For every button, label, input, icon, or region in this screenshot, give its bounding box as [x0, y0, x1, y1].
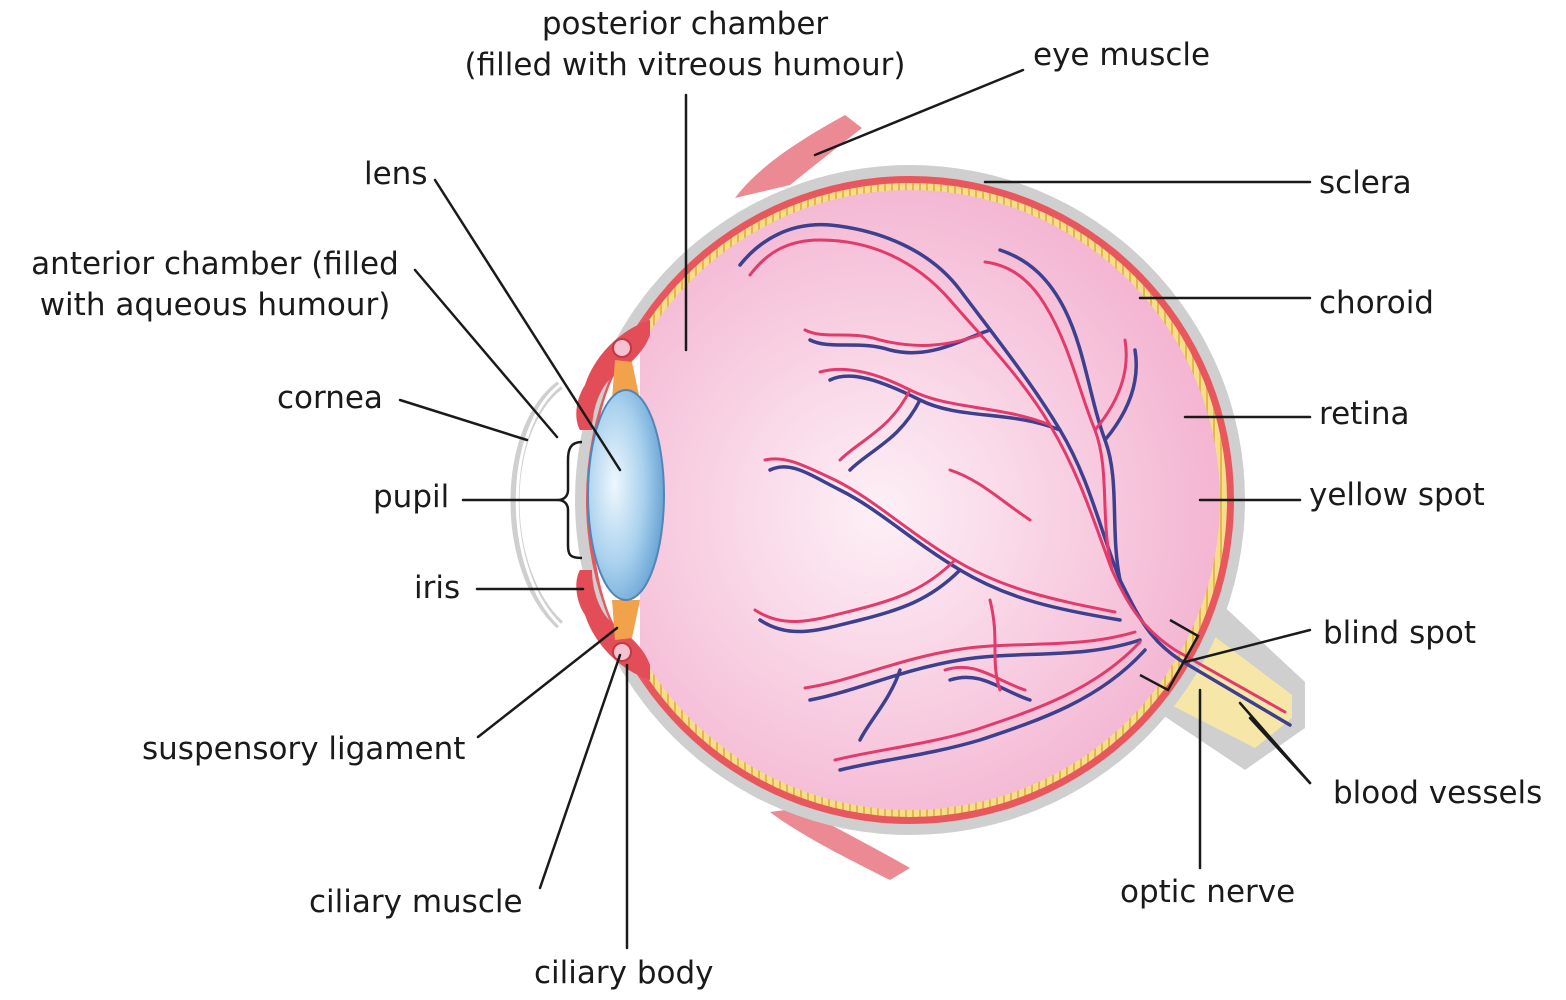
leader-suspensory-ligament — [476, 626, 619, 739]
label-anterior-chamber-line2: with aqueous humour) — [39, 287, 391, 323]
leader-ciliary-muscle — [538, 653, 622, 890]
label-yellow-spot: yellow spot — [1309, 477, 1485, 513]
label-blind-spot: blind spot — [1323, 615, 1477, 651]
ciliary-body-lower — [612, 642, 632, 662]
label-anterior-chamber: anterior chamber (filled with aqueous hu… — [10, 244, 420, 326]
label-ciliary-muscle: ciliary muscle — [309, 884, 523, 920]
ciliary-body-upper — [612, 338, 632, 358]
label-eye-muscle: eye muscle — [1033, 37, 1211, 73]
label-posterior-chamber: posterior chamber (filled with vitreous … — [430, 4, 940, 86]
leader-anterior-chamber — [413, 268, 559, 439]
label-iris: iris — [414, 570, 461, 606]
label-suspensory-ligament: suspensory ligament — [142, 731, 466, 767]
label-retina: retina — [1319, 396, 1410, 432]
blind-spot-bracket — [1139, 618, 1200, 692]
arteries — [748, 238, 1287, 762]
leader-lines — [398, 68, 1312, 950]
leader-cornea — [398, 398, 529, 442]
label-sclera: sclera — [1319, 165, 1412, 201]
label-lens: lens — [364, 156, 428, 192]
label-pupil: pupil — [373, 479, 450, 515]
eye-muscle-lower — [770, 808, 910, 880]
vitreous-humour — [600, 190, 1220, 810]
eye-muscle-upper — [735, 115, 862, 198]
suspensory-ligament-upper — [612, 360, 640, 400]
label-blood-vessels: blood vessels — [1333, 775, 1543, 811]
lens — [587, 389, 665, 601]
leader-blind-spot — [1183, 628, 1312, 664]
leader-lens — [433, 178, 622, 472]
label-optic-nerve: optic nerve — [1120, 874, 1296, 910]
label-anterior-chamber-line1: anterior chamber (filled — [31, 246, 399, 282]
veins — [738, 222, 1292, 772]
label-posterior-chamber-line1: posterior chamber — [541, 6, 829, 42]
label-posterior-chamber-line2: (filled with vitreous humour) — [464, 47, 906, 83]
leader-eye-muscle — [813, 68, 1025, 157]
label-choroid: choroid — [1319, 285, 1434, 321]
label-cornea: cornea — [277, 380, 383, 416]
suspensory-ligament-lower — [612, 600, 640, 640]
label-ciliary-body: ciliary body — [534, 955, 714, 991]
leader-blood-vessels-2 — [1248, 716, 1312, 785]
